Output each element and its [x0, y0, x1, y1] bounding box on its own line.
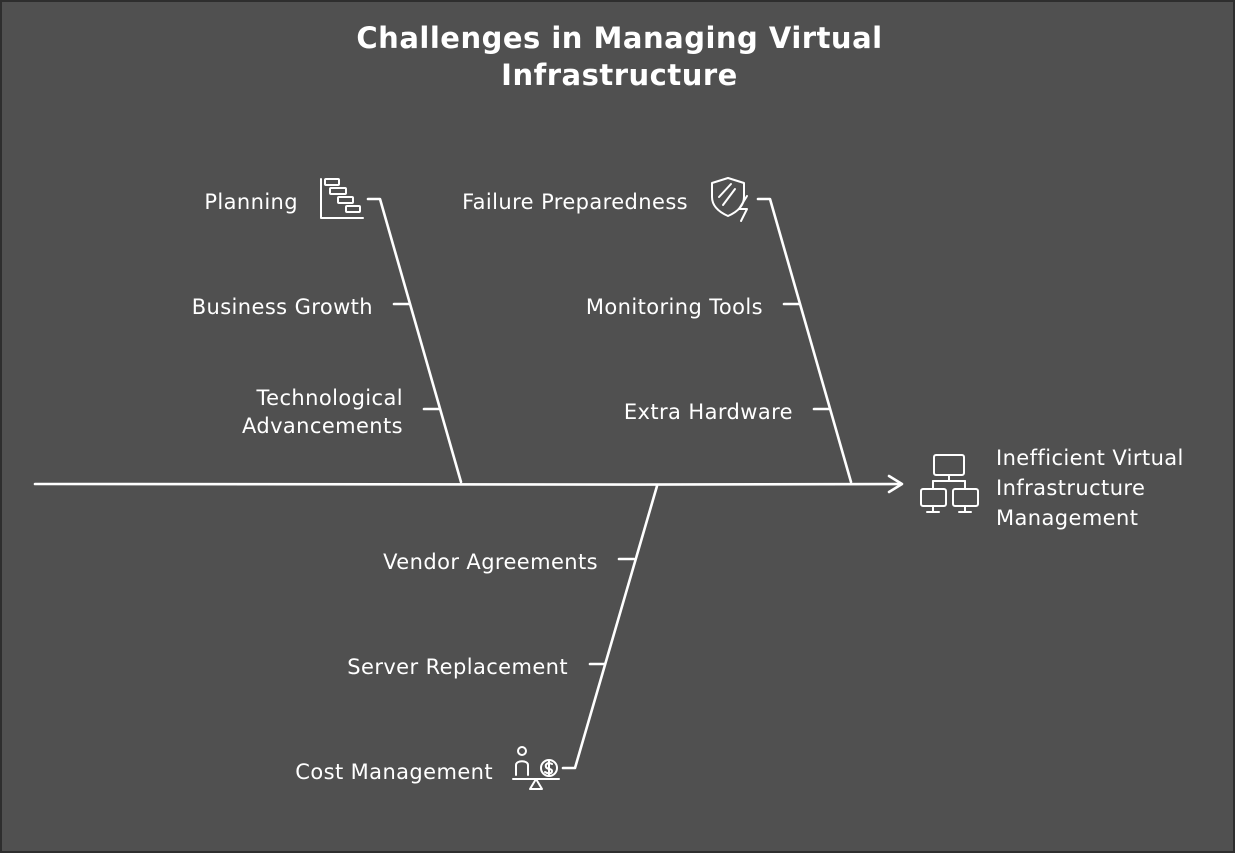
network-computers-icon	[920, 454, 979, 513]
effect-line-2: Infrastructure	[996, 476, 1146, 500]
cost-management-label: Cost Management	[295, 760, 493, 784]
title-line-2: Infrastructure	[501, 58, 738, 92]
diagram-title: Challenges in Managing Virtual Infrastru…	[2, 20, 1233, 94]
technological-advancements-line-1: Technological	[256, 386, 403, 410]
shield-lightning-icon	[711, 177, 748, 222]
effect-label: Inefficient Virtual Infrastructure Manag…	[996, 443, 1184, 533]
monitoring-tools-label: Monitoring Tools	[585, 295, 763, 319]
cost-management-bone	[561, 484, 659, 770]
vendor-agreements-label: Vendor Agreements	[383, 550, 598, 574]
failure-preparedness-label: Failure Preparedness	[462, 190, 688, 214]
extra-hardware-label: Extra Hardware	[623, 400, 793, 424]
planning-bone	[366, 197, 463, 484]
person-dollar-scale-icon	[512, 746, 560, 790]
spine-line	[33, 482, 901, 486]
effect-line-1: Inefficient Virtual	[996, 446, 1184, 470]
title-line-1: Challenges in Managing Virtual	[356, 21, 883, 55]
failure-preparedness-bone	[756, 197, 853, 484]
business-growth-label: Business Growth	[191, 295, 373, 319]
effect-line-3: Management	[996, 506, 1139, 530]
server-replacement-label: Server Replacement	[347, 655, 568, 679]
technological-advancements-line-2: Advancements	[241, 414, 403, 438]
gantt-chart-icon	[320, 178, 364, 219]
spine-arrowhead	[887, 474, 904, 494]
planning-label: Planning	[204, 190, 298, 214]
technological-advancements-label: Technological Advancements	[242, 384, 403, 440]
